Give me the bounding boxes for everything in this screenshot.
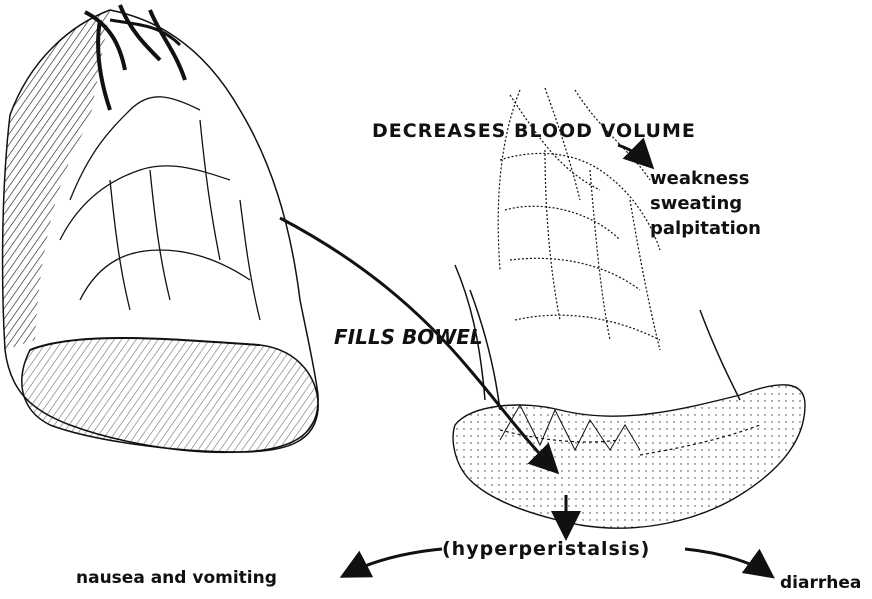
nausea-vomiting-label: nausea and vomiting xyxy=(76,568,277,588)
symptom-palpitation: palpitation xyxy=(650,218,761,239)
hyperperistalsis-label: (hyperperistalsis) xyxy=(442,538,650,560)
diarrhea-label: diarrhea xyxy=(780,573,861,593)
symptoms-arrow xyxy=(618,145,650,165)
right-outcome-arrow xyxy=(685,549,770,575)
left-stomach-illustration xyxy=(3,5,319,452)
symptom-sweating: sweating xyxy=(650,193,742,214)
fills-bowel-label: FILLS BOWEL xyxy=(334,325,483,349)
symptom-weakness: weakness xyxy=(650,168,749,189)
left-outcome-arrow xyxy=(345,549,442,575)
right-bowel-illustration xyxy=(453,88,805,528)
decreases-blood-volume-label: DECREASES BLOOD VOLUME xyxy=(372,120,696,142)
